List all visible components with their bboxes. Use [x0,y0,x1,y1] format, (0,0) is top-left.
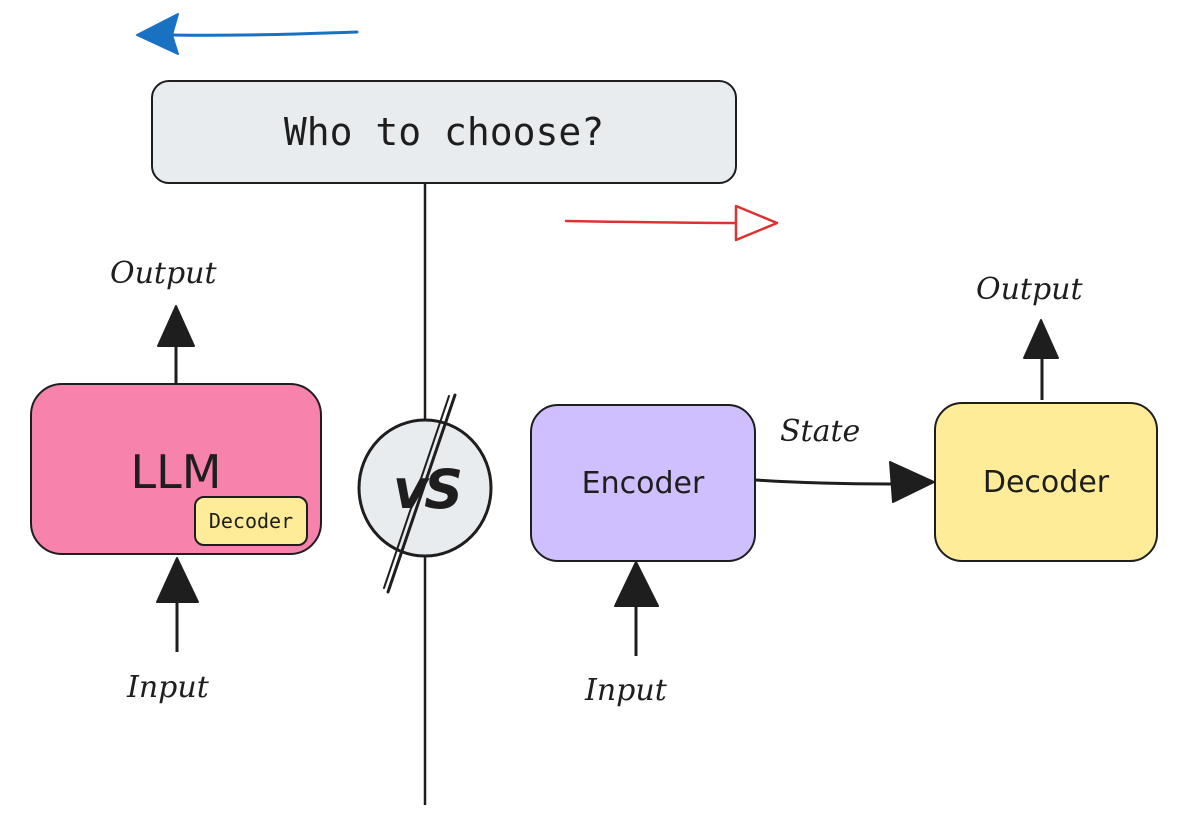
vs-label: vS [392,458,463,521]
llm-output-label: Output [110,256,217,291]
llm-input-arrow [156,557,199,652]
llm-decoder-badge: Decoder [194,496,308,546]
red-right-arrow [564,204,779,242]
llm-decoder-badge-label: Decoder [208,509,294,533]
decoder-output-label: Output [976,272,1083,307]
llm-box: LLM [30,383,322,555]
blue-left-arrow [136,13,359,55]
llm-label: LLM [130,445,222,499]
encoder-input-arrow [614,561,659,656]
encoder-label: Encoder [581,465,705,501]
encoder-input-label: Input [585,673,667,708]
encoder-box: Encoder [530,404,756,562]
question-text: Who to choose? [283,110,605,154]
decoder-output-arrow [1023,319,1059,400]
decoder-label: Decoder [982,464,1110,500]
state-arrow [755,461,935,503]
state-label: State [780,414,861,449]
vs-badge [357,393,493,594]
question-box: Who to choose? [151,80,737,184]
llm-input-label: Input [127,670,209,705]
llm-output-arrow [157,305,195,383]
decoder-box: Decoder [934,402,1158,562]
